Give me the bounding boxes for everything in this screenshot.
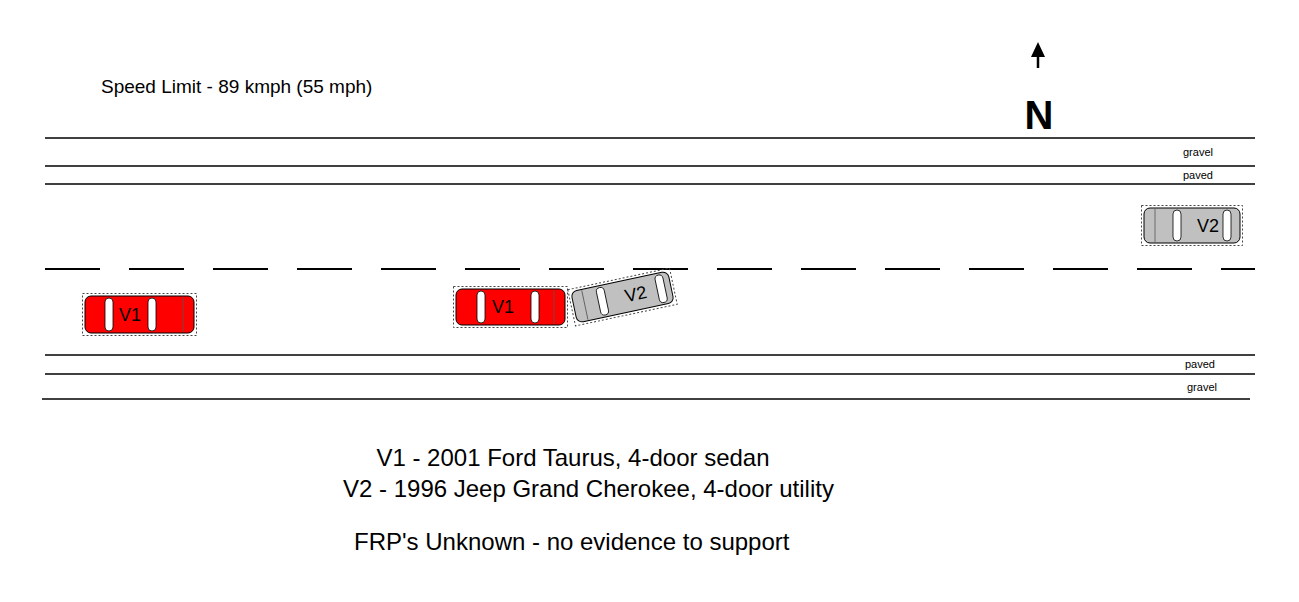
vehicle-label: V1 (492, 298, 514, 316)
note-text: V2 - 1996 Jeep Grand Cherokee, 4-door ut… (343, 475, 834, 503)
surface-label: paved (1183, 169, 1213, 182)
surface-label: paved (1185, 358, 1215, 371)
vehicle-shape: V2 (1141, 205, 1243, 246)
road-edges (42, 138, 1255, 399)
vehicle-shape: V1 (82, 293, 197, 336)
note-text: V1 - 2001 Ford Taurus, 4-door sedan (376, 444, 769, 472)
note-text: FRP's Unknown - no evidence to support (354, 528, 789, 556)
surface-label: gravel (1187, 381, 1217, 394)
north-arrow (1031, 42, 1045, 68)
vehicle-outline (567, 267, 678, 326)
vehicle-label: V2 (623, 283, 648, 305)
note-text: Speed Limit - 89 kmph (55 mph) (101, 76, 372, 98)
vehicle-shape: V2 (567, 267, 678, 326)
vehicle-shape: V1 (453, 286, 568, 328)
north-label: N (1025, 92, 1054, 138)
vehicle-label: V2 (1197, 217, 1219, 235)
vehicle-label: V1 (119, 306, 141, 324)
vehicle-outline (1141, 205, 1243, 246)
center-line (45, 268, 1255, 270)
surface-label: gravel (1183, 146, 1213, 159)
